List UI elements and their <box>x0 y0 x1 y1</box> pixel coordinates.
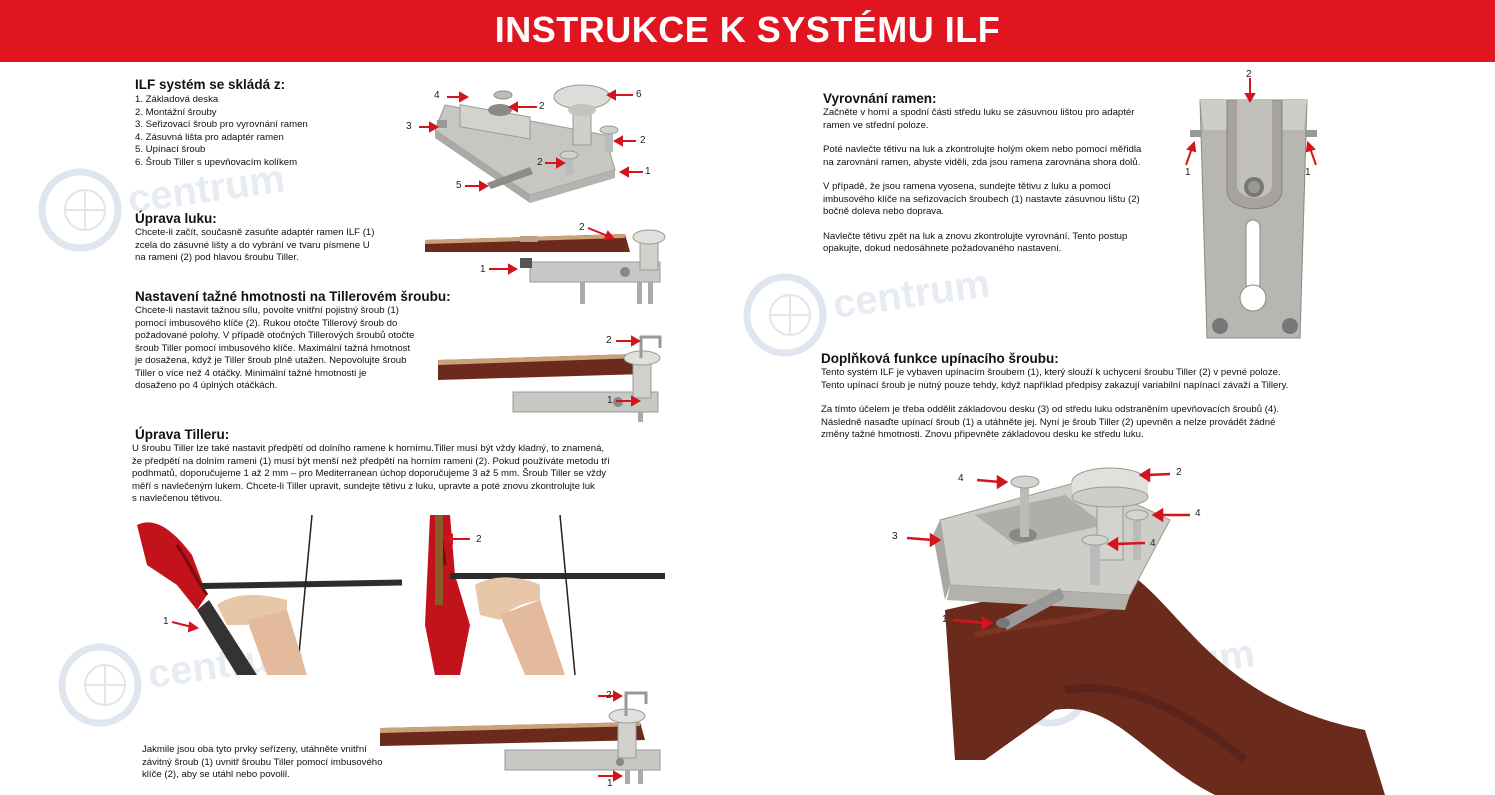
tiller-adjust-text: U šroubu Tiller lze také nastavit předpě… <box>132 443 610 506</box>
composition-heading: ILF systém se skládá z: <box>135 77 286 92</box>
clamp-function-text: Tento systém ILF je vybaven upínacím šro… <box>821 367 1288 442</box>
text-line: klíče (2), aby se utáhl nebo povolil. <box>142 769 290 780</box>
limb-align-heading: Vyrovnání ramen: <box>823 91 937 106</box>
callout-number: 1 <box>607 778 613 789</box>
callout-number: 3 <box>892 531 898 542</box>
text-line: měří s navlečeným lukem. Chcete-li Tille… <box>132 480 595 492</box>
callout-number: 4 <box>434 90 440 101</box>
ilf-base-plate-figure <box>419 84 643 203</box>
limb-align-text: Začněte v horní a spodní části středu lu… <box>823 107 1141 256</box>
text-line: Začněte v horní a spodní části středu lu… <box>823 107 1135 118</box>
text-line: že předpětí na dolním rameni (1) musí bý… <box>132 455 610 467</box>
text-line: imbusového klíče na seřizovacích šroubec… <box>823 193 1140 205</box>
callout-number: 2 <box>537 157 543 168</box>
callout-number: 2 <box>606 335 612 346</box>
callout-number: 5 <box>456 180 462 191</box>
callout-number: 4 <box>1150 538 1156 549</box>
text-line: je dosažena, když je Tiller šroub plně u… <box>135 355 407 366</box>
text-line: závitný šroub (1) uvnitř šroubu Tiller p… <box>142 756 383 768</box>
callout-number: 1 <box>645 166 651 177</box>
riser-with-ilf-figure <box>906 467 1385 795</box>
text-line: Tiller o více než 4 otáčky. Minimální ta… <box>135 367 367 379</box>
list-item: 5. Upínací šroub <box>135 144 206 155</box>
lower-limb-measure-photo <box>137 514 403 676</box>
clamp-function-heading: Doplňková funkce upínacího šroubu: <box>821 351 1059 366</box>
text-line: pomocí imbusového klíče (2). Rukou otočt… <box>135 317 398 329</box>
text-line: změny tažné hmotnosti. Znovu připevněte … <box>821 429 1144 440</box>
riser-pocket-figure <box>1185 78 1317 339</box>
tiller-adjust-heading: Úprava Tilleru: <box>135 427 230 442</box>
watermark-logo-icon: centrum <box>743 261 993 357</box>
callout-number: 6 <box>636 89 642 100</box>
text-line: Tento upínací šroub je nutný pouze tehdy… <box>821 379 1289 391</box>
svg-text:centrum: centrum <box>830 261 992 327</box>
list-item: 4. Zásuvná lišta pro adaptér ramen <box>135 131 284 143</box>
callout-number: 1 <box>1185 167 1191 178</box>
text-line: Jakmile jsou oba tyto prvky seřízeny, ut… <box>142 744 367 755</box>
limb-insert-figure <box>425 227 666 304</box>
text-line: Navlečte tětivu zpět na luk a znovu zkon… <box>823 230 1128 242</box>
callout-number: 1 <box>480 264 486 275</box>
tiller-bolt-figure <box>438 335 662 422</box>
callout-number: 3 <box>406 121 412 132</box>
draw-weight-heading: Nastavení tažné hmotnosti na Tillerovém … <box>135 289 451 304</box>
callout-number: 4 <box>958 473 964 484</box>
bow-adjust-heading: Úprava luku: <box>135 211 217 226</box>
list-item: 2. Montážní šrouby <box>135 106 217 118</box>
text-line: ramen ve střední poloze. <box>823 119 929 131</box>
page-banner: INSTRUKCE K SYSTÉMU ILF <box>0 0 1495 62</box>
bow-adjust-text: Chcete-li začít, současně zasuňte adapté… <box>135 227 374 265</box>
final-note-text: Jakmile jsou oba tyto prvky seřízeny, ut… <box>142 744 382 782</box>
text-line: s navlečenou tětivou. <box>132 493 223 504</box>
list-item: 3. Seřizovací šroub pro vyrovnání ramen <box>135 119 308 130</box>
callout-number: 1 <box>1305 167 1311 178</box>
upper-limb-measure-photo <box>425 514 665 676</box>
callout-number: 4 <box>1195 508 1201 519</box>
text-line: Chcete-li začít, současně zasuňte adapté… <box>135 227 375 238</box>
callout-number: 2 <box>579 222 585 233</box>
watermark-logo-icon: centrum <box>38 156 288 252</box>
text-line: podhmatů, doporučujeme 1 až 2 mm – pro M… <box>132 468 607 479</box>
text-line: na rameni (2) pod hlavou šroubu Tiller. <box>135 252 299 263</box>
text-line: Za tímto účelem je třeba oddělit základo… <box>821 404 1280 415</box>
callout-number: 2 <box>1176 467 1182 478</box>
list-item: 1. Základová deska <box>135 94 219 105</box>
text-line: Chcete-li nastavit tažnou sílu, povolte … <box>135 305 399 316</box>
callout-number: 2 <box>476 534 482 545</box>
text-line: na zarovnání ramen, abyste viděli, zda j… <box>823 156 1141 168</box>
text-line: Následně nasaďte upínací šroub (1) a utá… <box>821 416 1276 428</box>
text-line: šroub Tiller pomocí imbusového klíče. Ma… <box>135 342 411 354</box>
callout-number: 1 <box>163 616 169 627</box>
callout-number: 1 <box>942 614 948 625</box>
callout-number: 2 <box>539 101 545 112</box>
callout-number: 2 <box>1246 69 1252 80</box>
draw-weight-text: Chcete-li nastavit tažnou sílu, povolte … <box>135 305 414 393</box>
list-item: 6. Šroub Tiller s upevňovacím kolíkem <box>135 156 298 168</box>
text-line: opakujte, dokud nedosáhnete požadovaného… <box>823 243 1062 254</box>
callout-number: 2 <box>640 135 646 146</box>
text-line: bočně doleva nebo doprava. <box>823 206 945 217</box>
text-line: požadované polohy. V případě otočných Ti… <box>135 330 415 341</box>
text-line: Poté navlečte tětivu na luk a zkontroluj… <box>823 144 1142 155</box>
callout-number: 2 <box>606 690 612 701</box>
text-line: zcela do zásuvné lišty a do vybrání ve t… <box>135 239 370 251</box>
text-line: dosaženo po 4 úplných otáčkách. <box>135 380 278 391</box>
text-line: V případě, že jsou ramena vyosena, sunde… <box>823 181 1111 192</box>
locked-tiller-figure <box>380 690 661 784</box>
text-line: U šroubu Tiller lze také nastavit předpě… <box>132 443 605 454</box>
callout-number: 1 <box>607 395 613 406</box>
text-line: Tento systém ILF je vybaven upínacím šro… <box>821 367 1281 378</box>
composition-list: 1. Základová deska 2. Montážní šrouby 3.… <box>135 94 308 169</box>
